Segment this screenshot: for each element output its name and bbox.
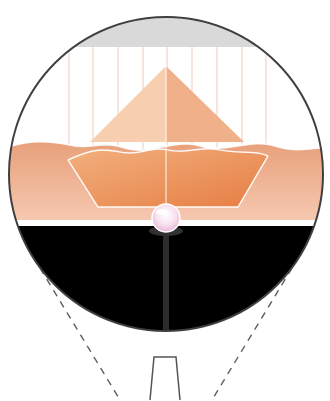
sky-band [0,0,330,47]
post [163,230,169,330]
front-shape [68,149,268,207]
basket-icon [150,357,180,400]
orb-icon [152,204,180,232]
